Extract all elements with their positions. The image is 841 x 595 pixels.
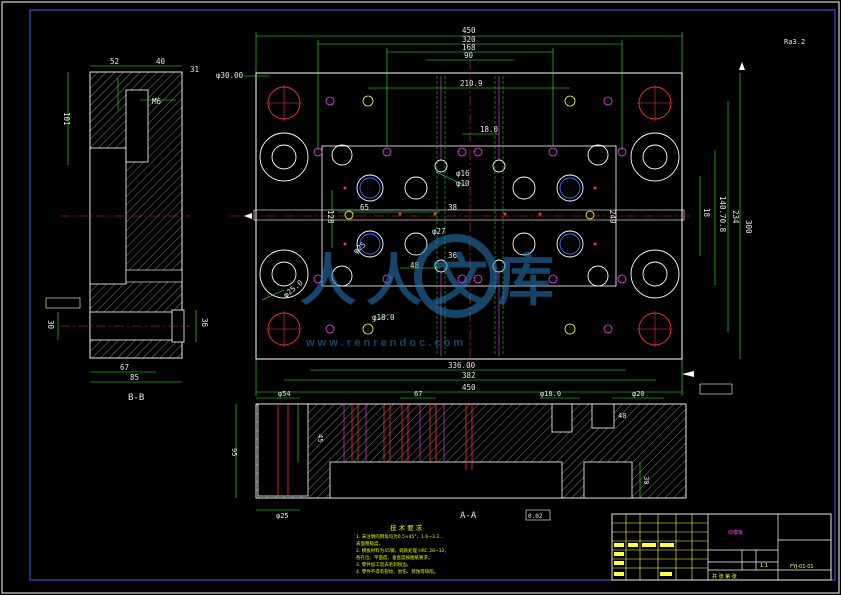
section-label-bb: B-B: [128, 393, 144, 403]
dim-45: 45: [316, 434, 324, 442]
tolerance-box: 0.02: [528, 513, 543, 520]
bottom-section-view: φ54 67 φ18.0 φ20 40 95 45 φ25 30 A-A 0.0…: [230, 38, 805, 521]
notes-line-6: 4. 零件不得有裂纹、划伤、锈蚀等缺陷。: [356, 568, 438, 575]
notes-line-2: 表面粗糙度。: [356, 540, 383, 547]
dim-67: 67: [120, 363, 129, 372]
technical-notes: 技 术 要 求 1. 未注明的倒角均为0.5×45°，1.6~3.2... 表面…: [356, 523, 449, 575]
dim-phi10: φ10: [456, 179, 470, 188]
left-section-view: 52 40 31 101 M6 67 85 30 36 B-B: [45, 57, 209, 403]
dim-382: 382: [462, 371, 476, 380]
dim-95: 95: [230, 448, 238, 456]
section-label-aa: A-A: [460, 511, 477, 521]
dim-36: 36: [448, 251, 458, 260]
dim-30-bottom: 30: [642, 476, 650, 484]
dim-phi16: φ16: [456, 169, 470, 178]
notes-line-4: 各孔位、平面度、垂直度按图纸要求。: [356, 554, 433, 561]
roughness-mark: Ra3.2: [784, 38, 805, 46]
dim-phi25-bottom: φ25: [276, 512, 289, 520]
dim-140: 140.70.8: [718, 196, 727, 233]
part-name: 动模板: [728, 529, 743, 536]
dim-210: 210.9: [460, 79, 483, 88]
drawing-number: FYJ-01-01: [790, 564, 814, 570]
notes-title: 技 术 要 求: [390, 523, 423, 532]
sheet-info: 共 张 第 张: [712, 573, 737, 580]
dim-65: 65: [360, 203, 369, 212]
dim-90: 90: [464, 51, 474, 60]
plan-view: 450 320 168 90 210.9 18.0 φ30.00 300 234…: [216, 26, 753, 396]
dim-m6: M6: [152, 97, 162, 106]
title-block: 动模板 FYJ-01-01 1:1 共 张 第 张: [611, 513, 832, 581]
watermark: 人人文库 w w w . r e n r e n d o c . c o m: [300, 234, 564, 349]
dim-52: 52: [110, 57, 119, 66]
dim-phi18: φ18.0: [372, 313, 395, 322]
dim-38: 38: [448, 203, 458, 212]
watermark-url: w w w . r e n r e n d o c . c o m: [305, 337, 463, 349]
dim-320: 320: [462, 35, 476, 44]
scale: 1:1: [760, 563, 768, 569]
dim-234: 234: [731, 210, 740, 224]
dim-40: 40: [156, 57, 166, 66]
dim-40-bottom: 40: [618, 412, 626, 420]
dim-phi54: φ54: [278, 390, 291, 398]
dim-300: 300: [744, 220, 753, 234]
dim-128: 128: [326, 210, 335, 224]
dim-18: 18.0: [480, 125, 499, 134]
dim-67-bottom: 67: [414, 390, 422, 398]
dim-30-left: 30: [46, 320, 55, 330]
dim-phi20: φ20: [632, 390, 645, 398]
dim-336: 336.00: [448, 361, 476, 370]
dim-249: 249: [608, 210, 617, 224]
dim-450-top: 450: [462, 26, 476, 35]
dim-phi27: φ27: [432, 227, 446, 236]
inner-frame: [29, 9, 836, 581]
dim-18-right: 18: [702, 208, 711, 218]
dim-168: 168: [462, 43, 476, 52]
dim-36-left: 36: [200, 318, 209, 328]
dim-phi18-bottom: φ18.0: [540, 390, 561, 398]
dim-101: 101: [62, 112, 71, 126]
dim-31: 31: [190, 65, 199, 74]
dim-85: 85: [130, 373, 139, 382]
notes-line-5: 3. 零件加工后去毛刺锐边。: [356, 561, 411, 568]
notes-line-3: 2. 模板材料为45钢，调质处理 HRC 28~32，: [356, 547, 449, 554]
watermark-text: 人人文库: [300, 249, 564, 312]
dim-450-bottom: 450: [462, 383, 476, 392]
notes-line-1: 1. 未注明的倒角均为0.5×45°，1.6~3.2...: [356, 533, 444, 540]
dim-48: 48: [410, 261, 420, 270]
dim-phi30: φ30.00: [216, 71, 244, 80]
